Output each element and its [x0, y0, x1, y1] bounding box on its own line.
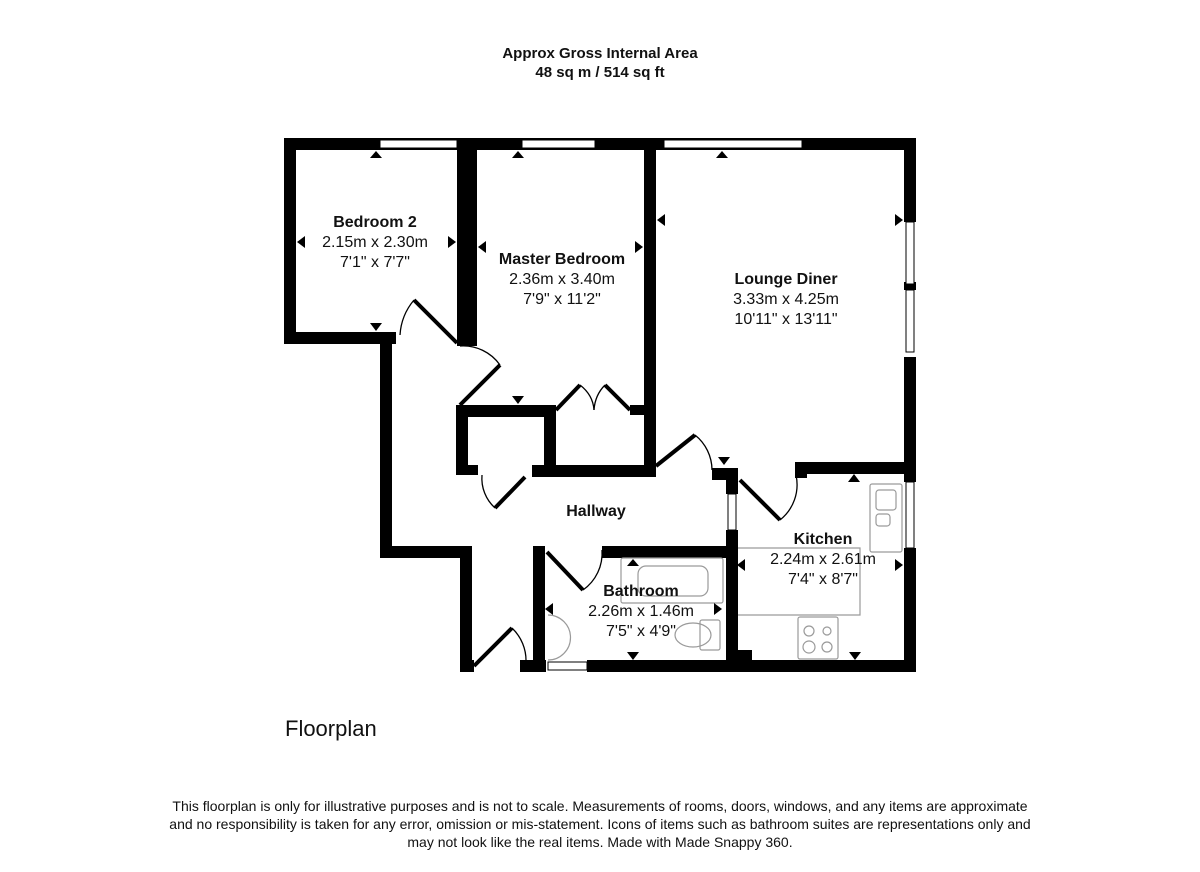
doors	[412, 298, 782, 668]
room-metric: 2.15m x 2.30m	[322, 234, 428, 251]
room-name: Lounge Diner	[734, 271, 838, 288]
room-name: Bedroom 2	[333, 214, 417, 231]
room-imperial: 7'4" x 8'7"	[788, 571, 858, 588]
fixtures	[547, 483, 903, 661]
room-hallway: Hallway	[566, 502, 626, 522]
room-name: Kitchen	[793, 531, 853, 548]
room-name: Bathroom	[603, 583, 679, 600]
area-header: Approx Gross Internal Area 48 sq m / 514…	[0, 44, 1200, 82]
room-name: Hallway	[566, 503, 626, 520]
room-metric: 3.33m x 4.25m	[733, 291, 839, 308]
area-title: Approx Gross Internal Area	[502, 45, 698, 62]
room-metric: 2.24m x 2.61m	[770, 551, 876, 568]
room-imperial: 7'9" x 11'2"	[523, 291, 601, 308]
dimension-arrows	[297, 151, 903, 660]
door-arcs	[399, 299, 798, 663]
room-kitchen: Kitchen 2.24m x 2.61m 7'4" x 8'7"	[770, 530, 876, 590]
room-lounge-diner: Lounge Diner 3.33m x 4.25m 10'11" x 13'1…	[733, 270, 839, 330]
room-imperial: 7'5" x 4'9"	[606, 623, 676, 640]
area-value: 48 sq m / 514 sq ft	[535, 64, 665, 81]
floor-title: Floorplan	[285, 716, 377, 741]
disclaimer: This floorplan is only for illustrative …	[0, 797, 1200, 851]
disclaimer-line-3: may not look like the real items. Made w…	[407, 834, 793, 850]
room-imperial: 7'1" x 7'7"	[340, 254, 410, 271]
disclaimer-line-2: and no responsibility is taken for any e…	[169, 816, 1031, 832]
disclaimer-line-1: This floorplan is only for illustrative …	[172, 798, 1028, 814]
room-master-bedroom: Master Bedroom 2.36m x 3.40m 7'9" x 11'2…	[499, 250, 625, 310]
windows	[379, 139, 915, 671]
room-bathroom: Bathroom 2.26m x 1.46m 7'5" x 4'9"	[588, 582, 694, 642]
room-imperial: 10'11" x 13'11"	[734, 311, 838, 328]
room-metric: 2.36m x 3.40m	[509, 271, 615, 288]
room-name: Master Bedroom	[498, 251, 626, 268]
room-bedroom-2: Bedroom 2 2.15m x 2.30m 7'1" x 7'7"	[322, 213, 428, 273]
room-metric: 2.26m x 1.46m	[588, 603, 694, 620]
